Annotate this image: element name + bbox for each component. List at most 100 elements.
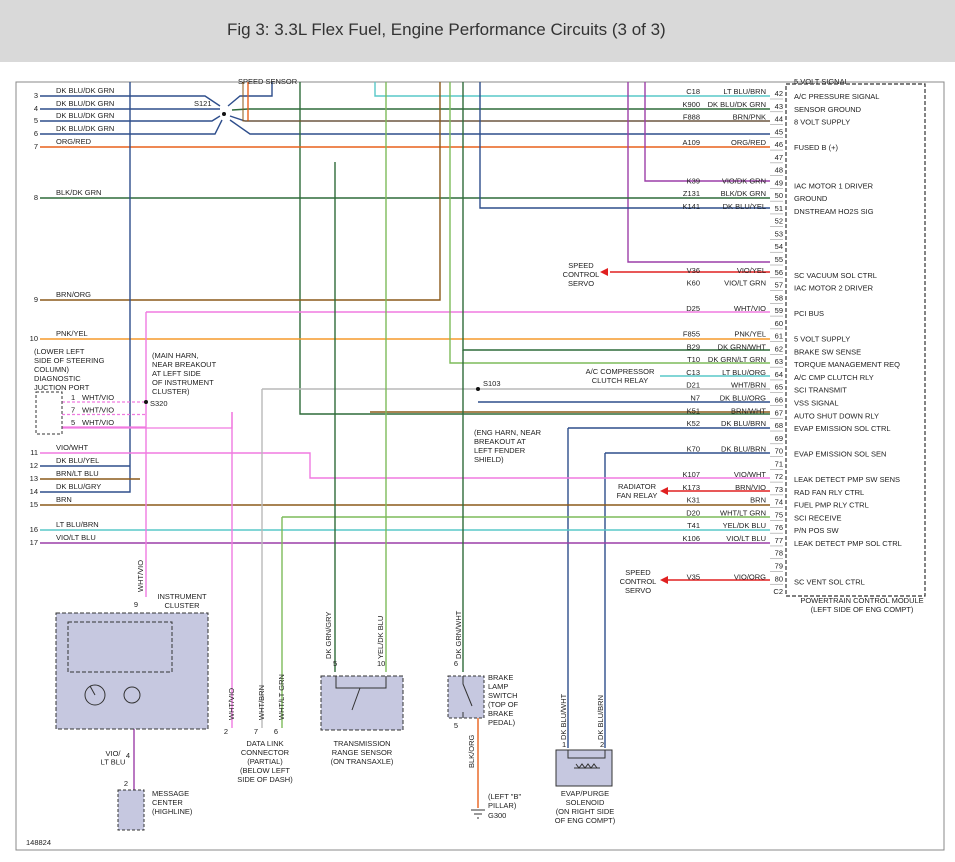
wire-color-label: DK BLU/DK GRN bbox=[708, 100, 766, 109]
wire-number: 14 bbox=[30, 487, 38, 496]
wire bbox=[374, 82, 770, 97]
brake-switch-title: (TOP OF bbox=[488, 700, 519, 709]
wire-color-label: DK GRN/WHT bbox=[718, 342, 767, 351]
wire-color-label: WHT/BRN bbox=[731, 381, 766, 390]
wire-number: 3 bbox=[34, 91, 38, 100]
wire-color-label: LT BLU/BRN bbox=[56, 520, 99, 529]
pcm-pin-number: 52 bbox=[775, 217, 783, 226]
wire-number: 12 bbox=[30, 461, 38, 470]
brake-switch-box bbox=[447, 675, 485, 719]
splice-s320 bbox=[144, 400, 148, 404]
wire-color-label: VIO/LT GRN bbox=[724, 279, 766, 288]
wire-color-label: YEL/DK BLU bbox=[723, 521, 766, 530]
pcm-pin-number: 64 bbox=[775, 370, 783, 379]
circuit-id: T10 bbox=[687, 355, 700, 364]
wire-color-label: VIO/WHT bbox=[734, 470, 766, 479]
evap-title: OF ENG COMPT) bbox=[555, 816, 616, 825]
pcm-pin-number: 60 bbox=[775, 319, 783, 328]
wire-color-label: WHT/BRN bbox=[257, 685, 266, 720]
wire-color-label: BRN bbox=[750, 496, 766, 505]
wire bbox=[40, 115, 221, 122]
wire-color-label: VIO/DK GRN bbox=[722, 176, 766, 185]
circuit-id: K39 bbox=[687, 176, 700, 185]
pcm-pin-function: IAC MOTOR 2 DRIVER bbox=[794, 284, 874, 293]
dlc-title: CONNECTOR bbox=[241, 748, 290, 757]
dlc-title: DATA LINK bbox=[246, 739, 283, 748]
speed-control-servo-label: CONTROL bbox=[563, 270, 600, 279]
pcm-pin-number: 69 bbox=[775, 434, 783, 443]
wire-color-label: BRN/LT BLU bbox=[56, 469, 99, 478]
splice-s121 bbox=[222, 112, 226, 116]
circuit-id: K107 bbox=[682, 470, 700, 479]
pcm-pin-number: 45 bbox=[775, 127, 783, 136]
pcm-pin-function: EVAP EMISSION SOL CTRL bbox=[794, 424, 891, 433]
pcm-pin-number: 56 bbox=[775, 268, 783, 277]
trs-pin-number: 5 bbox=[333, 659, 337, 668]
wire-color-label: VIO/WHT bbox=[56, 443, 88, 452]
evap-pin-number: 1 bbox=[562, 740, 566, 749]
trs-box bbox=[320, 675, 404, 731]
wire-color-label: DK BLU/YEL bbox=[723, 202, 766, 211]
pcm-pin-function: SCI TRANSMIT bbox=[794, 386, 847, 395]
cluster-title: CLUSTER bbox=[164, 601, 200, 610]
pcm-pin-function: GROUND bbox=[794, 194, 828, 203]
message-center-title: MESSAGE bbox=[152, 789, 189, 798]
dlc-pin-number: 7 bbox=[254, 727, 258, 736]
pcm-pin-function: IAC MOTOR 1 DRIVER bbox=[794, 181, 874, 190]
pcm-pin-number: 43 bbox=[775, 102, 783, 111]
circuit-id: D20 bbox=[686, 508, 700, 517]
circuit-id: K60 bbox=[687, 279, 700, 288]
brake-switch-title: BRAKE bbox=[488, 709, 513, 718]
pcm-pin-function: FUEL PMP RLY CTRL bbox=[794, 501, 869, 510]
wire-color-label: DK BLU/ORG bbox=[720, 393, 766, 402]
splice-s320-note: NEAR BREAKOUT bbox=[152, 360, 217, 369]
splice-s103-label: S103 bbox=[483, 379, 501, 388]
wire-number: 6 bbox=[34, 129, 38, 138]
pcm-pin-function: LEAK DETECT PMP SW SENS bbox=[794, 475, 900, 484]
diag-port-note: SIDE OF STEERING bbox=[34, 356, 105, 365]
splice-s320-note: CLUSTER) bbox=[152, 387, 190, 396]
wire-color-label: YEL/DK BLU bbox=[376, 616, 385, 659]
pcm-pin-number: 59 bbox=[775, 306, 783, 315]
ground-id-label: G300 bbox=[488, 811, 506, 820]
pcm-pin-function: SC VENT SOL CTRL bbox=[794, 577, 865, 586]
wire-color-label: BRN/PNK bbox=[733, 113, 766, 122]
circuit-id: N7 bbox=[690, 393, 700, 402]
wire-color-label: BRN/WHT bbox=[731, 406, 766, 415]
speed-control-servo-label: SPEED bbox=[568, 261, 594, 270]
wire bbox=[644, 82, 770, 182]
wire-number: 8 bbox=[34, 193, 38, 202]
trs-title: (ON TRANSAXLE) bbox=[331, 757, 394, 766]
brake-switch-title: PEDAL) bbox=[488, 718, 516, 727]
dlc-title: SIDE OF DASH) bbox=[237, 775, 293, 784]
circuit-id: T41 bbox=[687, 521, 700, 530]
wire-color-label: BRN bbox=[56, 495, 72, 504]
splice-s103-note: SHIELD) bbox=[474, 455, 504, 464]
evap-title: SOLENOID bbox=[566, 798, 605, 807]
wire-number: 7 bbox=[34, 142, 38, 151]
pcm-pin-number: 49 bbox=[775, 178, 783, 187]
message-center-title: (HIGHLINE) bbox=[152, 807, 193, 816]
wire bbox=[229, 119, 770, 135]
evap-title: EVAP/PURGE bbox=[561, 789, 609, 798]
wire-color-label: DK BLU/BRN bbox=[721, 419, 766, 428]
trs-title: RANGE SENSOR bbox=[332, 748, 393, 757]
wire-color-label: BLK/DK GRN bbox=[721, 189, 766, 198]
circuit-id: V36 bbox=[687, 266, 700, 275]
wire-color-label: VIO/LT BLU bbox=[726, 534, 766, 543]
pcm-pin-function: LEAK DETECT PMP SOL CTRL bbox=[794, 539, 902, 548]
diag-pin-number: 7 bbox=[71, 406, 75, 415]
pcm-pin-function: EVAP EMISSION SOL SEN bbox=[794, 450, 886, 459]
wire-number: 15 bbox=[30, 500, 38, 509]
diag-port-note: DIAGNOSTIC bbox=[34, 374, 81, 383]
wire-color-label: VIO/YEL bbox=[737, 266, 766, 275]
wire-color-label: VIO/ bbox=[105, 749, 121, 758]
pcm-pin-function: SCI RECEIVE bbox=[794, 513, 842, 522]
wire-color-label: WHT/VIO bbox=[227, 688, 236, 720]
wire-color-label: LT BLU/BRN bbox=[723, 87, 766, 96]
speed-sensor-label: SPEED SENSOR bbox=[238, 77, 298, 86]
pcm-pin-number: 71 bbox=[775, 459, 783, 468]
pcm-pin-function: FUSED B (+) bbox=[794, 143, 838, 152]
diag-port-box bbox=[35, 391, 63, 435]
wire-color-label: DK BLU/BRN bbox=[596, 695, 605, 740]
